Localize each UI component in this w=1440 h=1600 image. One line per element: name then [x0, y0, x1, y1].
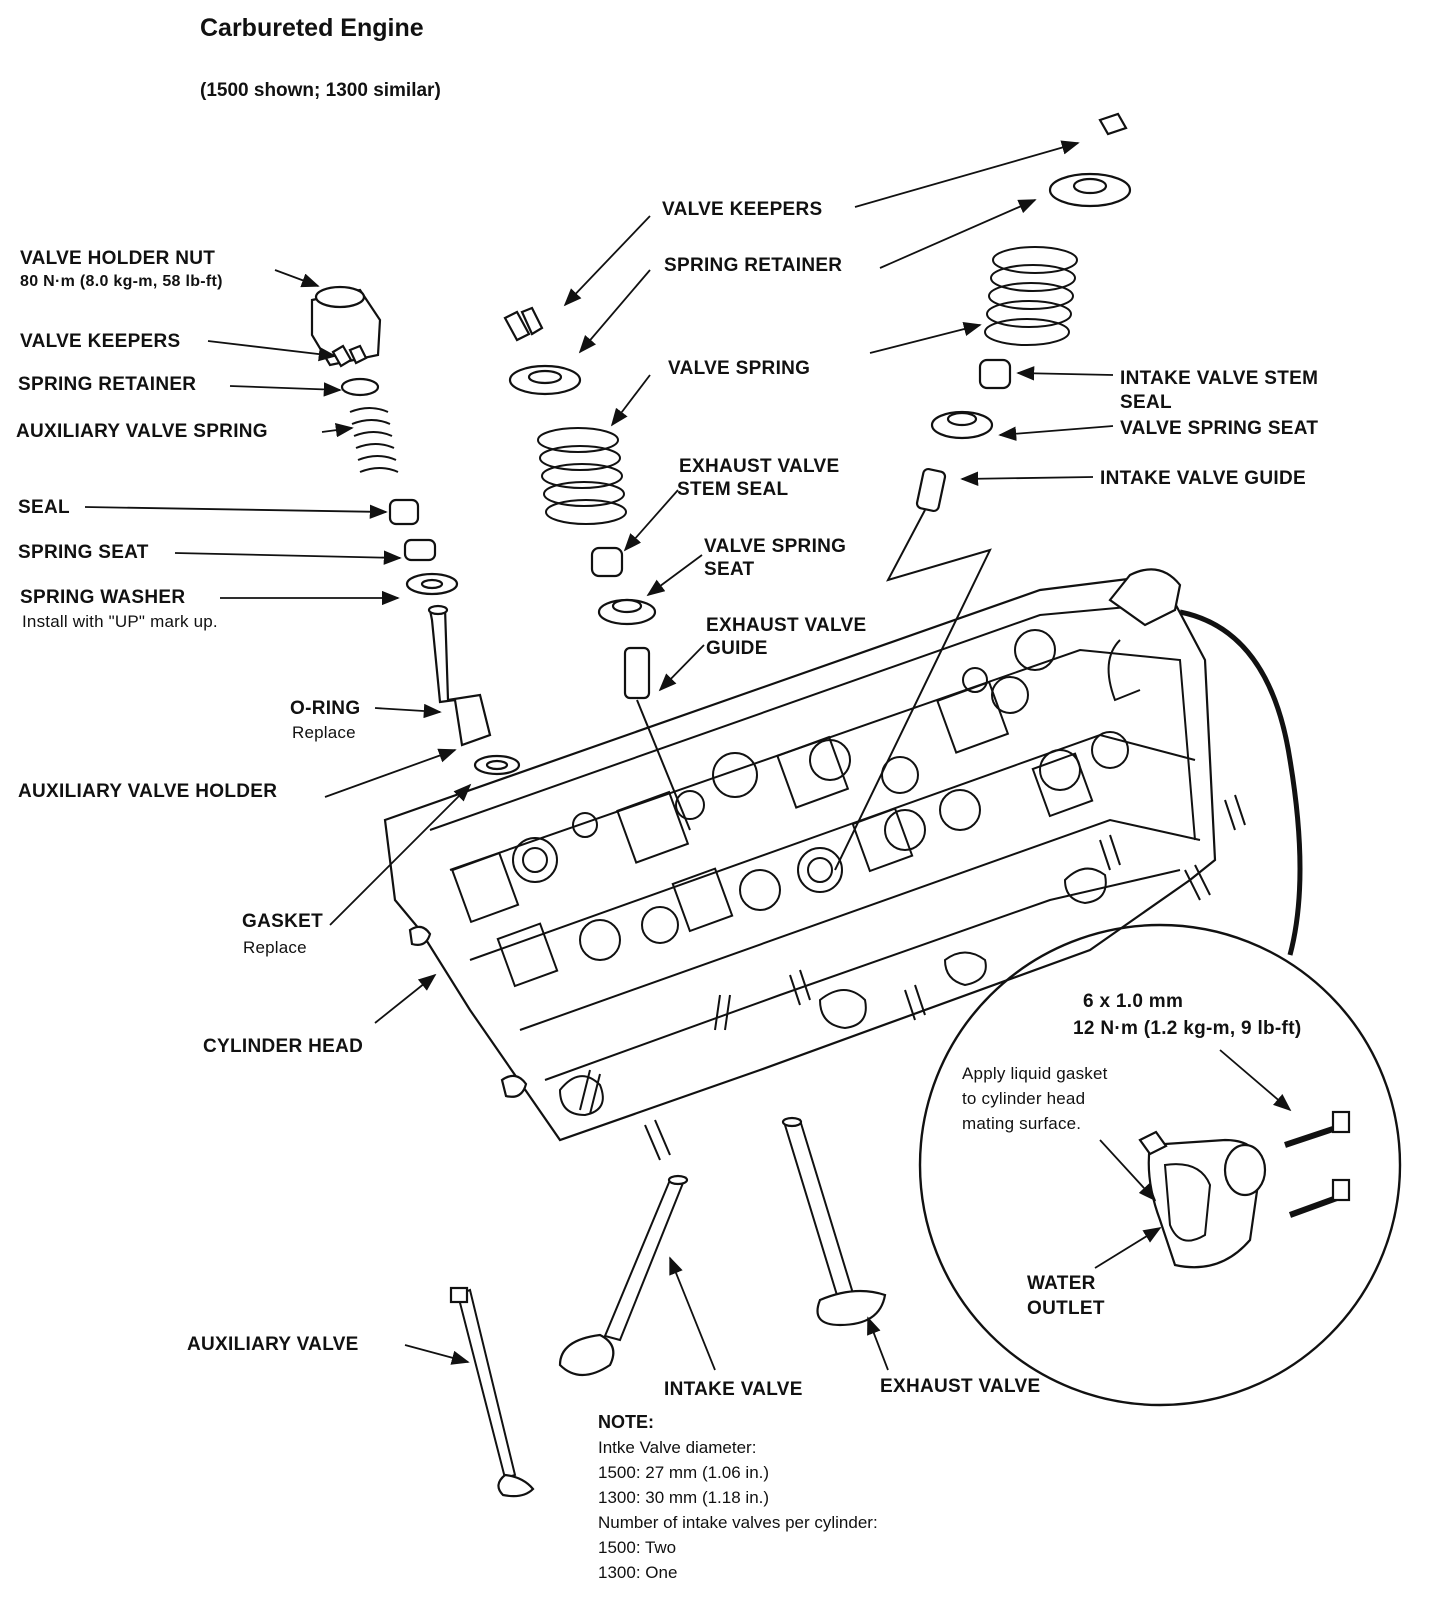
- note-line: Number of intake valves per cylinder:: [598, 1513, 878, 1532]
- note-line: 1300: One: [598, 1563, 678, 1582]
- label-intake-valve: INTAKE VALVE: [664, 1379, 803, 1400]
- leader-lines: [84, 140, 1292, 1371]
- label-spring-retainer: SPRING RETAINER: [664, 255, 843, 276]
- label-liquid-gasket-2: to cylinder head: [962, 1089, 1086, 1108]
- label-seal: SEAL: [18, 497, 70, 518]
- note-line: 1500: Two: [598, 1538, 677, 1557]
- label-valve-spring-seat-2: SEAT: [704, 559, 755, 580]
- cylinder-head-drawing: [383, 568, 1246, 1161]
- label-o-ring: O-RING: [290, 698, 361, 719]
- label-bolt-size: 6 x 1.0 mm: [1083, 991, 1184, 1012]
- label-exhaust-valve-stem-seal-2: STEM SEAL: [677, 479, 789, 500]
- auxiliary-valve-parts: [310, 285, 535, 1498]
- label-bolt-torque: 12 N·m (1.2 kg-m, 9 lb-ft): [1073, 1018, 1302, 1039]
- note-line: 1300: 30 mm (1.18 in.): [598, 1488, 770, 1507]
- label-exhaust-valve-guide-1: EXHAUST VALVE: [706, 615, 867, 636]
- leader-water-outlet: [1179, 609, 1303, 956]
- page-title: Carbureted Engine: [200, 14, 424, 42]
- label-spring-washer: SPRING WASHER: [20, 587, 186, 608]
- page-subtitle: (1500 shown; 1300 similar): [200, 80, 441, 101]
- label-valve-keepers: VALVE KEEPERS: [662, 199, 823, 220]
- note-block: NOTE: Intke Valve diameter: 1500: 27 mm …: [598, 1410, 878, 1585]
- label-valve-spring-seat-1: VALVE SPRING: [704, 536, 847, 557]
- label-liquid-gasket-1: Apply liquid gasket: [962, 1064, 1108, 1083]
- label-water-outlet-1: WATER: [1027, 1273, 1096, 1294]
- note-line: Intke Valve diameter:: [598, 1438, 757, 1457]
- label-valve-holder-nut-torque: 80 N·m (8.0 kg-m, 58 lb-ft): [20, 273, 223, 290]
- note-line: 1500: 27 mm (1.06 in.): [598, 1463, 770, 1482]
- label-aux-spring-retainer: SPRING RETAINER: [18, 374, 197, 395]
- label-intake-valve-stem-seal-1: INTAKE VALVE STEM: [1120, 368, 1319, 389]
- label-spring-washer-note: Install with "UP" mark up.: [22, 612, 218, 631]
- label-exhaust-valve-stem-seal-1: EXHAUST VALVE: [679, 456, 840, 477]
- label-cylinder-head: CYLINDER HEAD: [203, 1036, 364, 1057]
- detail-circle: [918, 923, 1402, 1407]
- exhaust-valve-parts: [503, 306, 887, 1327]
- label-water-outlet-2: OUTLET: [1027, 1298, 1105, 1319]
- label-o-ring-note: Replace: [292, 723, 356, 742]
- label-spring-seat: SPRING SEAT: [18, 542, 149, 563]
- label-intake-valve-stem-seal-2: SEAL: [1120, 392, 1172, 413]
- label-aux-valve-keepers: VALVE KEEPERS: [20, 331, 181, 352]
- label-exhaust-valve: EXHAUST VALVE: [880, 1376, 1041, 1397]
- water-outlet-drawing: [1138, 1110, 1351, 1269]
- note-heading: NOTE:: [598, 1412, 654, 1432]
- label-intake-valve-spring-seat: VALVE SPRING SEAT: [1120, 418, 1319, 439]
- label-exhaust-valve-guide-2: GUIDE: [706, 638, 768, 659]
- label-valve-holder-nut: VALVE HOLDER NUT: [20, 248, 216, 269]
- label-auxiliary-valve-spring: AUXILIARY VALVE SPRING: [16, 421, 268, 442]
- label-gasket: GASKET: [242, 911, 323, 932]
- label-gasket-note: Replace: [243, 938, 307, 957]
- intake-valve-parts: [558, 112, 1132, 1377]
- label-liquid-gasket-3: mating surface.: [962, 1114, 1082, 1133]
- label-auxiliary-valve: AUXILIARY VALVE: [187, 1334, 359, 1355]
- label-valve-spring: VALVE SPRING: [668, 358, 811, 379]
- label-intake-valve-guide: INTAKE VALVE GUIDE: [1100, 468, 1306, 489]
- label-auxiliary-valve-holder: AUXILIARY VALVE HOLDER: [18, 781, 278, 802]
